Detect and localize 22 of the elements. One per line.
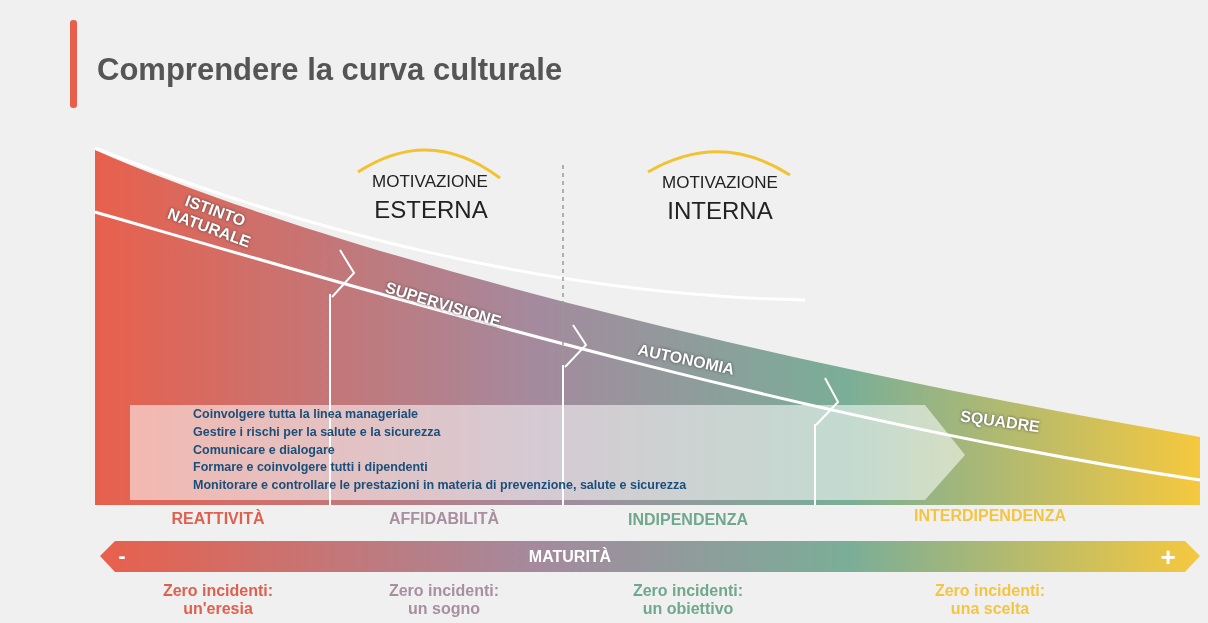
phase-label: INDIPENDENZA [628,510,748,530]
motivation-heading: MOTIVAZIONE [372,172,488,192]
motivation-heading: INTERNA [667,197,773,225]
motivation-heading: MOTIVAZIONE [662,173,778,193]
outcome-text: Zero incidenti: un obiettivo [631,581,745,619]
axis-label: MATURITÀ [528,547,612,567]
title: Comprendere la curva culturale [97,52,563,88]
stage-label: SQUADRE [959,407,1041,437]
bullet-item: Monitorare e controllare le prestazioni in materia di prevenzione, salute e sicurezza [193,478,687,493]
plus-sign: + [1160,543,1176,573]
phase-label: AFFIDABILITÀ [388,509,500,529]
bullet-item: Gestire i rischi per la salute e la sicurezza [193,425,441,440]
phase-label: REATTIVITÀ [171,509,265,529]
bullet-item: Coinvolgere tutta la linea manageriale [193,407,419,422]
bullet-item: Comunicare e dialogare [193,443,335,458]
outcome-text: Zero incidenti: un sogno [387,581,501,619]
bullet-item: Formare e coinvolgere tutti i dipendenti [193,460,428,475]
minus-sign: - [118,543,126,569]
outcome-text: Zero incidenti: un'eresia [161,581,275,619]
motivation-heading: ESTERNA [374,196,488,224]
outcome-text: Zero incidenti: una scelta [933,581,1047,619]
phase-label: INTERDIPENDENZA [914,506,1066,526]
